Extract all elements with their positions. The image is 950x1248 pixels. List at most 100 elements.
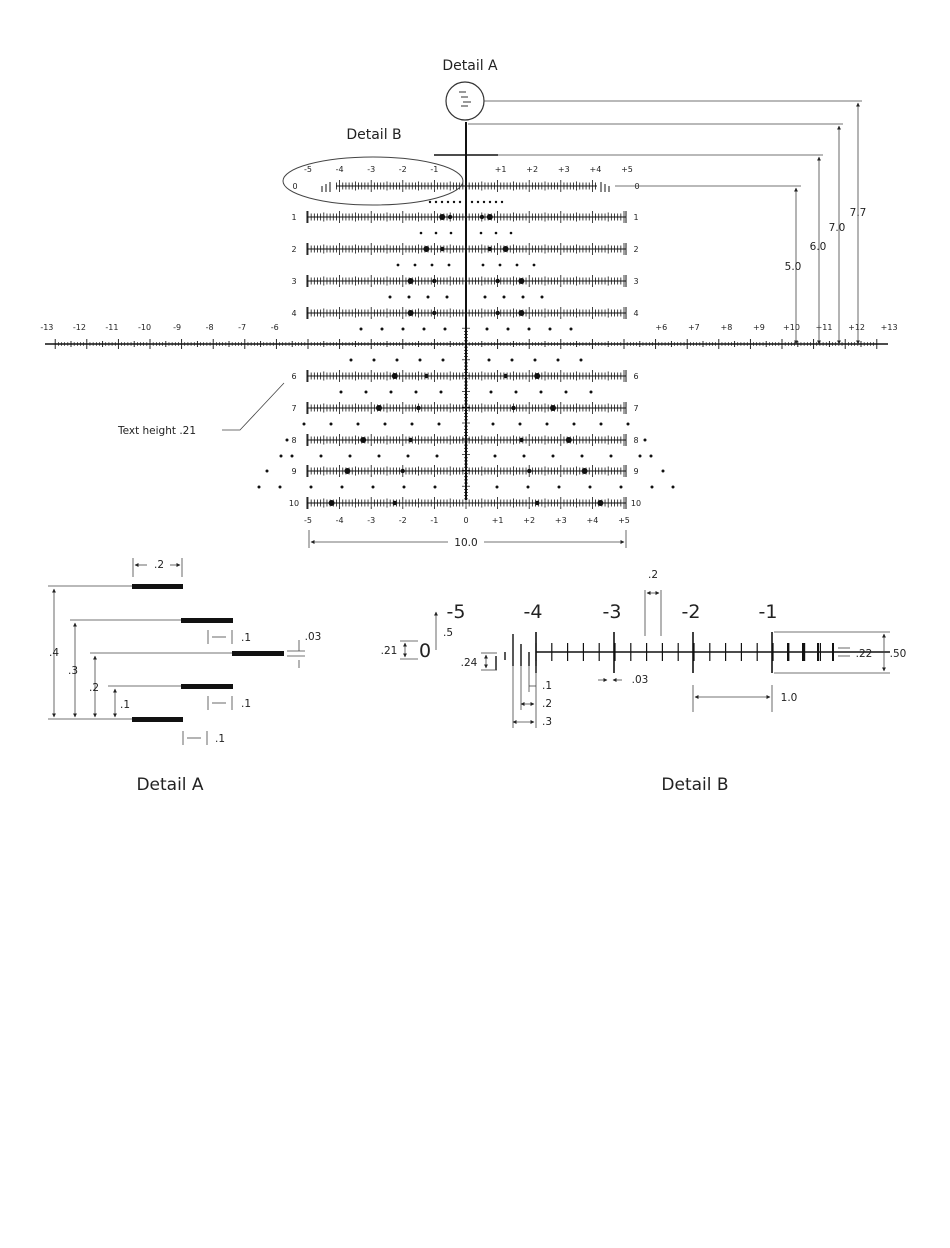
row-label-left: 9 [291,467,296,476]
holdover-dot [493,454,497,458]
bottom-scale-label: +5 [618,516,630,525]
bottom-scale-label: -2 [399,516,407,525]
bottom-scale-label: +4 [587,516,599,525]
holdover-dot [521,295,525,299]
detail-b-ticks [495,632,834,673]
holdover-dot [545,422,549,426]
holdover-dot [319,454,323,458]
top-scale-label: +3 [558,165,570,174]
row-label-left: 2 [291,245,296,254]
detail-a-dim-3: .3 [68,665,78,677]
holdover-dot [533,358,537,362]
h-axis-label: -11 [105,323,118,332]
holdover-dot [383,422,387,426]
holdover-dot [422,327,426,331]
holdover-dot [447,214,453,220]
holdover-dot [556,358,560,362]
holdover-dot [489,390,493,394]
holdover-dot [349,358,353,362]
holdover-dot [609,454,613,458]
h-axis-label: -13 [40,323,53,332]
holdover-dot [619,485,623,489]
holdover-dot [449,231,453,235]
holdover-dot [407,310,414,316]
detail-b-num-5: -5 [447,601,466,623]
detail-a-callout-label: Detail A [442,58,498,74]
holdover-dot [495,485,499,489]
holdover-dot [671,485,675,489]
holdover-dot [329,422,333,426]
holdover-dot [588,485,592,489]
top-scale-label: -1 [430,165,438,174]
holdover-dot [569,327,573,331]
text-height-note: Text height .21 [117,382,285,437]
h-axis-label: +11 [816,323,833,332]
holdover-dot [433,485,437,489]
holdover-dot [509,231,513,235]
holdover-dot [518,278,525,284]
holdover-dot [479,231,483,235]
h-axis-label: -10 [138,323,151,332]
bottom-scale-label: +1 [492,516,504,525]
holdover-dot [426,295,430,299]
row-label-right: 9 [633,467,638,476]
holdover-dot [495,310,500,316]
holdover-dot [661,469,665,473]
row-label-left: 3 [291,277,296,286]
holdover-dot [395,358,399,362]
holdover-dot [482,200,486,204]
detail-b-callout: Detail B [282,127,464,206]
row-label-left: 0 [292,182,297,191]
row-label-left: 8 [291,436,296,445]
holdover-dot [389,390,393,394]
h-axis-label: +8 [720,323,732,332]
holdover-dot [440,246,445,252]
holdover-dot [423,246,430,252]
bottom-scale-label: -3 [367,516,375,525]
h-axis-label: +6 [655,323,667,332]
holdover-dot [348,454,352,458]
holdover-dot [589,390,593,394]
detail-b-callout-label: Detail B [346,127,401,143]
holdover-dot [356,422,360,426]
detail-a-offset-2: .1 [241,698,251,710]
holdover-dot [534,373,541,379]
row-label-right: 2 [633,245,638,254]
holdover-dot [290,454,294,458]
holdover-dot [526,485,530,489]
detail-a-title: Detail A [136,775,203,795]
holdover-dot [483,295,487,299]
holdover-dot [406,454,410,458]
row-label-right: 7 [633,404,638,413]
holdover-dot [518,310,525,316]
holdover-dot [494,200,498,204]
h-axis-label: +9 [753,323,765,332]
holdover-dot [302,422,306,426]
holdover-dot [498,263,502,267]
holdover-dot [432,310,437,316]
holdover-dot [649,454,653,458]
detail-b-dim-03: .03 [632,674,649,686]
detail-a-width: .2 [154,559,164,571]
holdover-dot [510,358,514,362]
holdover-dot [257,485,261,489]
holdover-dot [278,485,282,489]
holdover-dot [502,246,509,252]
holdover-dot [470,200,474,204]
dim-6-0: 6.0 [810,241,827,253]
holdover-dot [522,454,526,458]
holdover-dot [481,263,485,267]
bottom-scale-label: -1 [430,516,438,525]
detail-a-dim-1: .1 [120,699,130,711]
holdover-dot [432,278,437,284]
top-scale-label: +5 [621,165,633,174]
holdover-dot [439,390,443,394]
row-label-right: 8 [633,436,638,445]
holdover-dot [434,231,438,235]
holdover-dot [518,422,522,426]
h-axis-label: +7 [688,323,700,332]
holdover-dot [309,485,313,489]
holdover-dot [579,358,583,362]
holdover-dot [376,405,382,411]
text-height-label: Text height .21 [117,425,196,437]
